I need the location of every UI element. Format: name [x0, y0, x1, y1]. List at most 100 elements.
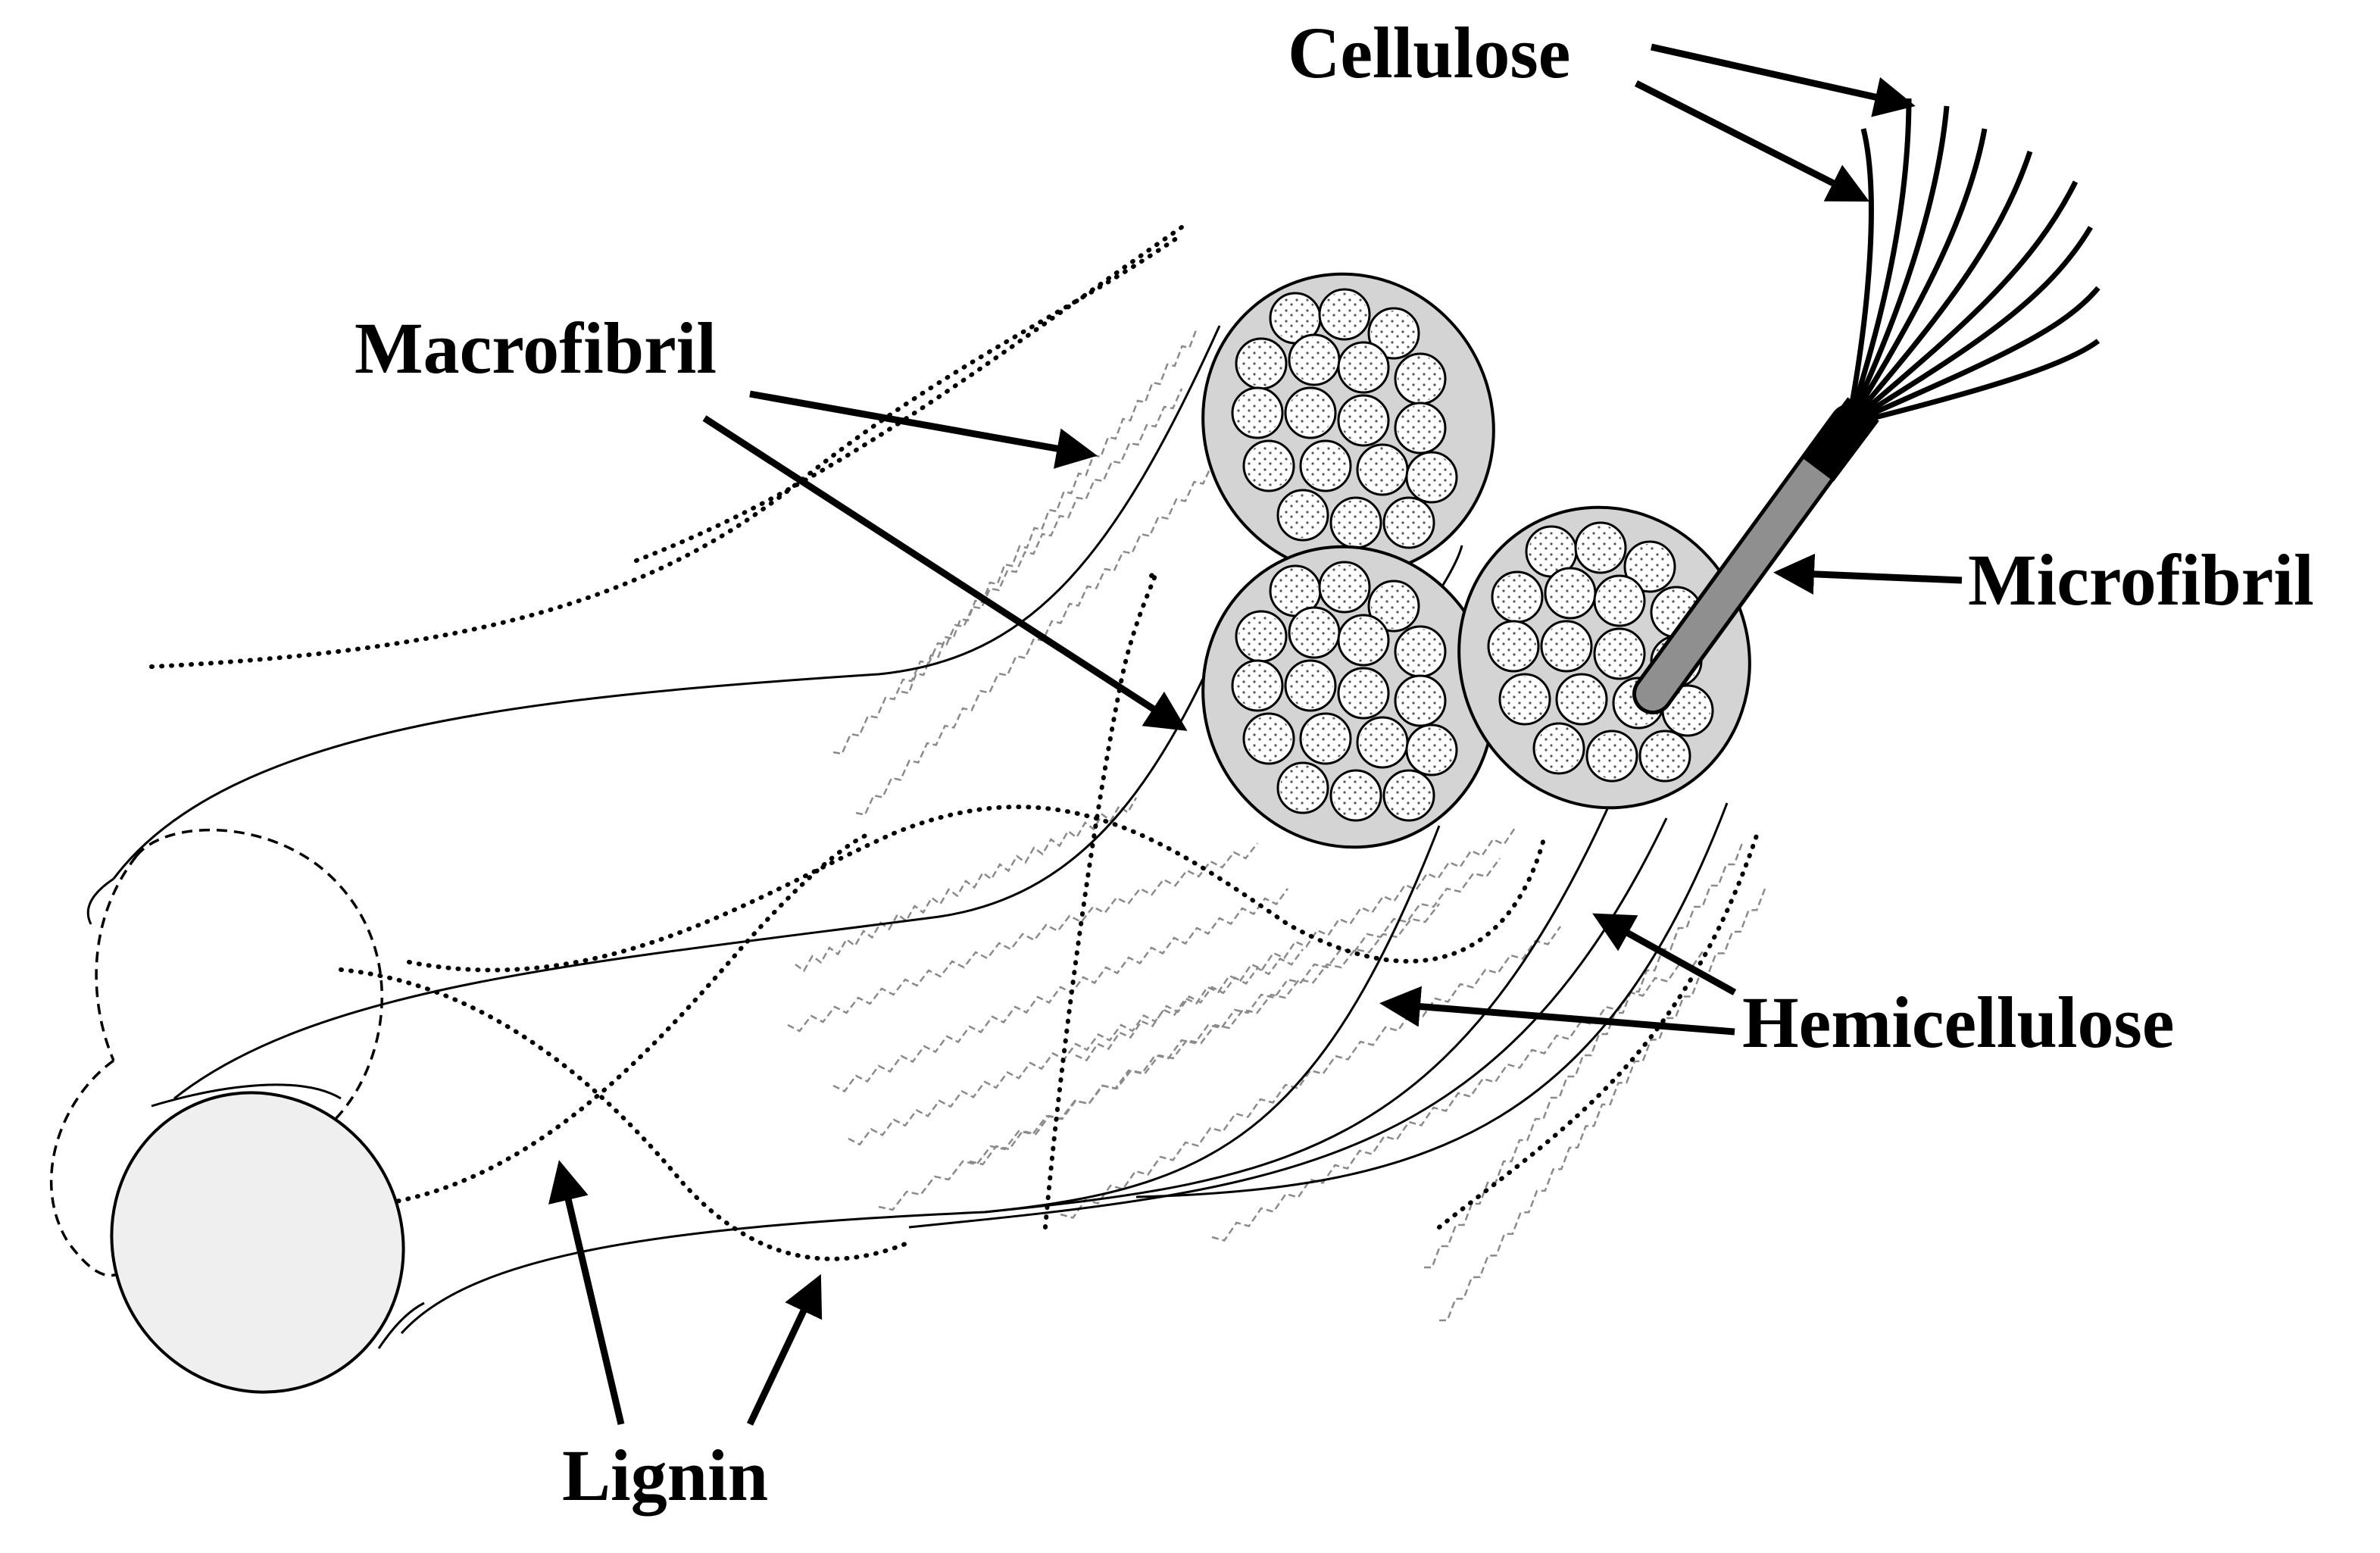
lignin-line — [149, 233, 1184, 669]
lignin-line — [634, 225, 1184, 563]
microfibril-cell-stipple — [1235, 663, 1280, 708]
microfibril-cell-stipple — [1322, 292, 1367, 337]
microfibril-cell-stipple — [1246, 716, 1292, 761]
macrofibril-bundle-right — [1457, 505, 1751, 810]
microfibril-cell-stipple — [1288, 390, 1333, 436]
microfibril-cell-stipple — [1642, 733, 1688, 779]
lignin-label: Lignin — [562, 1435, 769, 1516]
tube-outline — [86, 877, 114, 925]
microfibril-cell-stipple — [1341, 670, 1386, 716]
microfibril-cell-stipple — [1341, 398, 1386, 443]
microfibril-cell-stipple — [1544, 623, 1589, 669]
cap-connector — [151, 1083, 342, 1108]
microfibril-cell-stipple — [1398, 629, 1443, 674]
lignin-line — [407, 805, 1548, 973]
cellulose-arrow — [1651, 43, 1916, 117]
microfibril-label: Microfibril — [1968, 539, 2314, 620]
microfibril-cell-stipple — [1360, 447, 1405, 492]
hemicellulose-arrow — [1592, 913, 1737, 995]
microfibril-cell-stipple — [1398, 405, 1443, 451]
cellulose-strand — [1846, 150, 2033, 427]
hemicellulose-strand — [848, 948, 1304, 1146]
lignin-arrow — [746, 1273, 823, 1426]
cellulose-strand — [1847, 226, 2094, 427]
macrofibril-arrow — [749, 390, 1098, 469]
cellulose-strand — [1846, 128, 1988, 426]
microfibril-cell-stipple — [1273, 568, 1318, 614]
microfibril-cell-stipple — [1333, 500, 1379, 545]
hemicellulose-strands — [787, 327, 1766, 1322]
lignin-line — [339, 967, 911, 1261]
microfibril-cell-stipple — [1288, 663, 1333, 708]
microfibril-cell-stipple — [1409, 455, 1454, 500]
microfibril-rod-body — [1636, 408, 1866, 711]
dashed-loop — [135, 828, 383, 1123]
macrofibril-arrow — [702, 415, 1188, 731]
hemicellulose-strand — [1060, 926, 1562, 1219]
microfibril-cell-stipple — [1627, 544, 1673, 589]
microfibril-cell-stipple — [1341, 345, 1386, 390]
microfibril-cell-stipple — [1371, 583, 1416, 629]
microfibril-cell-stipple — [1238, 341, 1284, 386]
microfibril-cell-stipple — [1495, 574, 1540, 620]
microfibril-cell-stipple — [1292, 610, 1337, 655]
microfibril-cell-stipple — [1360, 720, 1405, 765]
microfibril-cell-stipple — [1502, 677, 1548, 722]
label-arrows — [548, 43, 1963, 1426]
microfibril-cell-stipple — [1529, 529, 1574, 574]
macrofibril-hidden-edges — [50, 828, 383, 1277]
microfibril-cell-stipple — [1398, 678, 1443, 723]
lignin-arrow — [548, 1160, 625, 1426]
lignin-line — [376, 831, 873, 1207]
dashed-loop — [95, 855, 138, 1061]
hemicellulose-strand — [1438, 888, 1766, 1322]
microfibril-cell-stipple — [1589, 733, 1635, 779]
microfibril-cell-stipple — [1386, 500, 1432, 545]
hemicellulose-strand — [969, 858, 1501, 1166]
macrofibril-end-cap — [110, 1083, 425, 1394]
cellulose-arrow — [1634, 80, 1870, 202]
microfibril-cell-stipple — [1341, 617, 1386, 663]
cellulose-strand — [1847, 339, 2100, 427]
tube-outline — [112, 325, 1221, 880]
macrofibril-label: Macrofibril — [355, 308, 717, 389]
lignin-strands — [149, 225, 1760, 1261]
tube-outline — [908, 817, 1668, 1229]
microfibril-cell-stipple — [1386, 773, 1432, 818]
hemicellulose-strand — [787, 842, 1258, 1033]
microfibril-cell-stipple — [1246, 443, 1292, 489]
dashed-loop — [50, 1059, 122, 1277]
microfibril-cell-stipple — [1333, 773, 1379, 818]
hemicellulose-strand — [901, 327, 1198, 695]
hemicellulose-strand — [795, 797, 1138, 973]
hemicellulose-strand — [855, 464, 1213, 816]
hemicellulose-strand — [832, 388, 1183, 755]
microfibril-cell-stipple — [1303, 443, 1348, 489]
macrofibril-bundle-middle — [1201, 545, 1495, 849]
tube-outline — [984, 795, 1615, 1214]
microfibril-cell-stipple — [1292, 337, 1337, 383]
hemicellulose-arrow — [1379, 986, 1735, 1036]
microfibril-cell-stipple — [1280, 492, 1326, 538]
hemicellulose-strand — [1075, 827, 1516, 1062]
cellulose-strands — [1845, 98, 2100, 427]
microfibril-cell-stipple — [1322, 564, 1367, 610]
microfibril-cell-stipple — [1280, 765, 1326, 811]
cellulose-strand — [1847, 286, 2100, 427]
microfibril-cell-stipple — [1303, 716, 1348, 761]
microfibril-cell-stipple — [1491, 623, 1536, 669]
microfibril-cell-stipple — [1597, 578, 1642, 623]
cap-connector — [377, 1301, 425, 1349]
microfibril-cell-stipple — [1548, 570, 1593, 616]
cellulose-strand — [1845, 128, 1874, 425]
microfibril-cell-stipple — [1409, 727, 1454, 773]
lignin-line — [1043, 570, 1158, 1230]
tube-outline — [1135, 802, 1729, 1198]
microfibril-cell-stipple — [1371, 311, 1416, 356]
hemicellulose-strand — [1211, 948, 1706, 1242]
microfibril-cell-stipple — [1578, 525, 1623, 570]
macrofibril-tubes — [86, 325, 1729, 1335]
microfibril-cell-stipple — [1665, 688, 1710, 733]
hemicellulose-strand — [1424, 842, 1744, 1269]
